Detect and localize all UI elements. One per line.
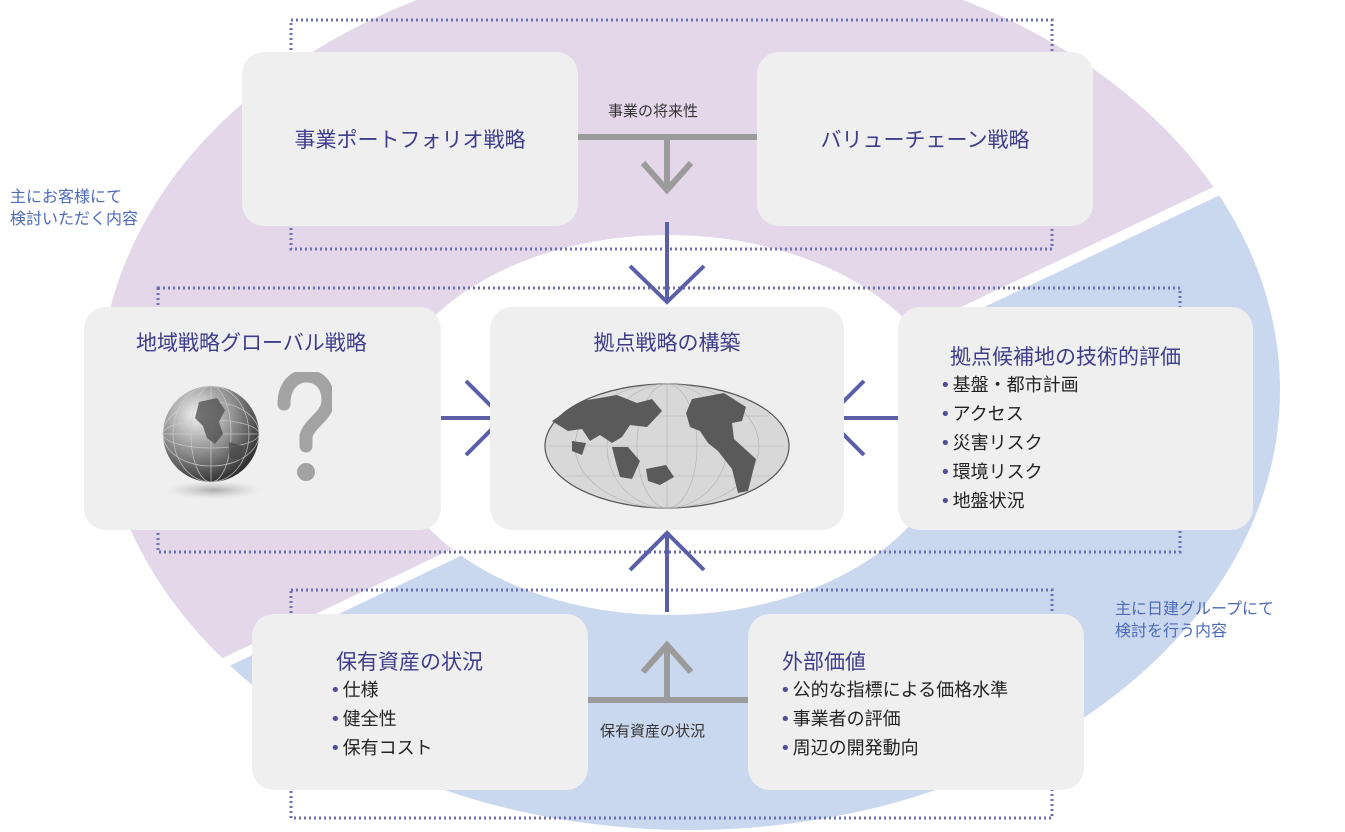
regional-global-strategy-title: 地域戦略グローバル戦略 [136, 331, 367, 355]
nikken-scope-note: 主に日建グループにて 検討を行う内容 [1115, 598, 1274, 642]
question-mark-icon [277, 372, 332, 481]
nikken-note-line-2: 検討を行う内容 [1115, 621, 1228, 640]
external-value-list: 公的な指標による価格水準 事業者の評価 周辺の開発動向 [780, 676, 1008, 763]
list-item: 仕様 [330, 676, 433, 705]
business-future-label: 事業の将来性 [608, 102, 699, 120]
list-item: 災害リスク [940, 429, 1079, 458]
value-chain-box: バリューチェーン戦略 [757, 52, 1093, 226]
external-value-title: 外部価値 [782, 650, 866, 674]
business-portfolio-title: 事業ポートフォリオ戦略 [294, 128, 526, 152]
list-item: 事業者の評価 [780, 705, 1008, 734]
globe-icon [162, 385, 262, 499]
list-item: 環境リスク [940, 458, 1079, 487]
technical-evaluation-title: 拠点候補地の技術的評価 [950, 345, 1181, 369]
owned-assets-title: 保有資産の状況 [336, 650, 483, 674]
list-item: 地盤状況 [940, 487, 1079, 516]
customer-scope-note: 主にお客様にて 検討いただく内容 [10, 186, 138, 230]
technical-evaluation-box: 拠点候補地の技術的評価 基盤・都市計画 アクセス 災害リスク 環境リスク 地盤状… [898, 307, 1253, 530]
owned-assets-connector-label: 保有資産の状況 [600, 722, 706, 740]
list-item: 基盤・都市計画 [940, 371, 1079, 400]
regional-global-strategy-box: 地域戦略グローバル戦略 [84, 307, 441, 530]
world-map-icon [544, 383, 790, 509]
list-item: 公的な指標による価格水準 [780, 676, 1008, 705]
business-portfolio-box: 事業ポートフォリオ戦略 [242, 52, 578, 226]
base-strategy-title: 拠点戦略の構築 [593, 331, 741, 355]
customer-note-line-2: 検討いただく内容 [10, 209, 139, 228]
owned-assets-list: 仕様 健全性 保有コスト [330, 676, 433, 763]
list-item: 周辺の開発動向 [780, 734, 1008, 763]
value-chain-title: バリューチェーン戦略 [820, 128, 1030, 152]
base-strategy-box: 拠点戦略の構築 [490, 307, 844, 530]
list-item: 健全性 [330, 705, 433, 734]
list-item: アクセス [940, 400, 1079, 429]
external-value-box: 外部価値 公的な指標による価格水準 事業者の評価 周辺の開発動向 [748, 614, 1084, 790]
customer-note-line-1: 主にお客様にて [10, 187, 123, 206]
technical-evaluation-list: 基盤・都市計画 アクセス 災害リスク 環境リスク 地盤状況 [940, 371, 1079, 516]
list-item: 保有コスト [330, 734, 433, 763]
nikken-note-line-1: 主に日建グループにて [1115, 599, 1275, 618]
owned-assets-box: 保有資産の状況 仕様 健全性 保有コスト [252, 614, 588, 790]
